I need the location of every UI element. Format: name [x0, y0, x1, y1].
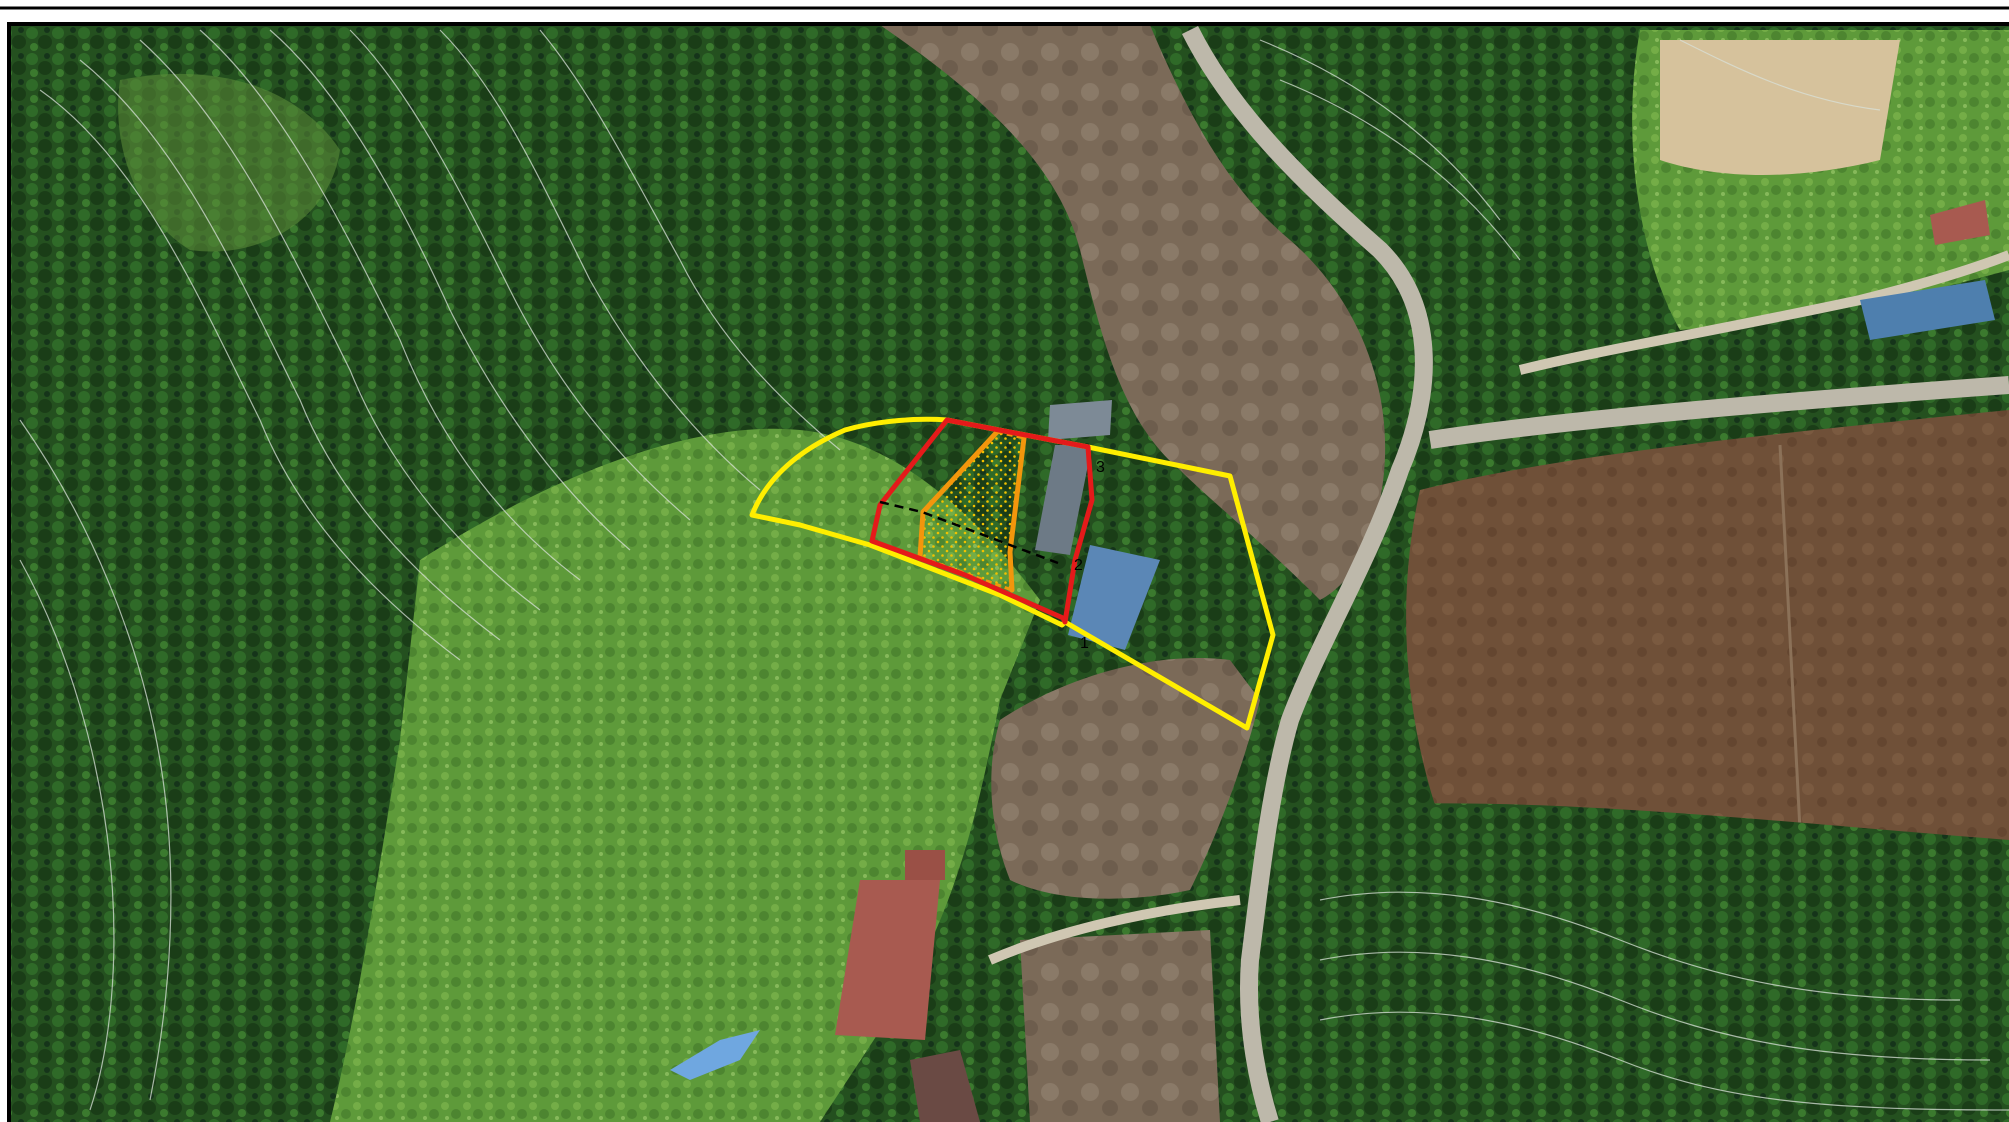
road-main: [1181, 25, 1433, 1122]
forest-lower-right: [1290, 803, 2009, 1122]
point-label-1: 1: [1080, 635, 1089, 652]
building-grey-main: [1035, 445, 1092, 555]
paddy-field-lower: [1020, 930, 1220, 1122]
field-divider: [1778, 444, 1802, 831]
section-line: [879, 500, 1059, 565]
core-zone-bottom-edge: [919, 555, 1013, 592]
core-zone-hatch: [920, 432, 1024, 590]
buildings: [670, 200, 1995, 1122]
core-zone-top-edge: [996, 430, 1025, 440]
building-dark-lower: [910, 1050, 980, 1122]
paddy-field-middle: [991, 658, 1260, 899]
building-red-small: [905, 850, 945, 880]
building-red-large: [835, 880, 940, 1040]
dirt-clearing: [1660, 40, 1900, 175]
building-blue: [1068, 545, 1160, 650]
grass-upper-left: [118, 73, 340, 252]
building-grey-upper: [1048, 400, 1112, 440]
point-label-3: 3: [1096, 459, 1105, 476]
road-northeast: [1518, 250, 2009, 375]
tarp-blue: [670, 1030, 760, 1080]
building-blue-ne: [1860, 280, 1995, 340]
inner-zone-boundary: [869, 417, 1095, 625]
paddy-field-upper: [880, 25, 1386, 600]
core-zone-boundary: [917, 429, 1027, 593]
outer-zone-boundary: [749, 416, 1276, 731]
frame-border: [7, 22, 2009, 1122]
contour-lines: [19, 29, 2009, 1111]
building-red-ne: [1930, 200, 1990, 245]
brown-field-right: [1406, 410, 2009, 840]
road-east: [1428, 376, 2009, 449]
point-label-2: 2: [1074, 557, 1083, 574]
road-lower-spur: [988, 895, 1241, 965]
